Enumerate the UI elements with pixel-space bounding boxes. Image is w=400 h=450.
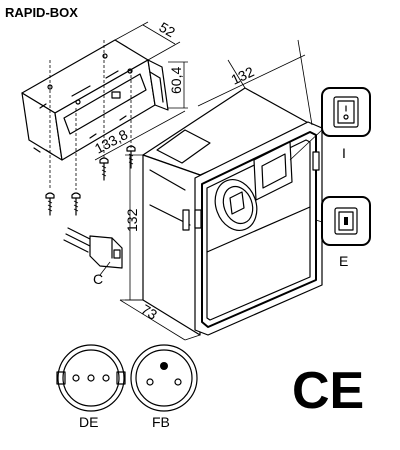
screw bbox=[99, 157, 109, 181]
socket-de-label: DE bbox=[79, 414, 98, 430]
socket-de-icon bbox=[56, 344, 126, 412]
detail-switch bbox=[289, 87, 371, 161]
screw bbox=[45, 192, 55, 216]
screw bbox=[126, 145, 136, 169]
mounting-bracket bbox=[21, 39, 169, 161]
dim-label-box-depth: 73 bbox=[138, 301, 160, 323]
dim-label-bracket-height: 60,4 bbox=[168, 67, 184, 94]
callout-connector: C bbox=[93, 271, 103, 287]
dimension-box-height: 132 bbox=[124, 154, 143, 301]
connector-part bbox=[63, 227, 123, 276]
detail-indicator bbox=[315, 196, 371, 246]
dim-label-box-height: 132 bbox=[124, 208, 140, 232]
dimension-bracket-width: 52 bbox=[114, 19, 181, 61]
ce-mark: CE bbox=[292, 362, 364, 420]
socket-fb-label: FB bbox=[152, 414, 170, 430]
socket-fb-icon bbox=[130, 344, 198, 412]
dim-label-box-width: 132 bbox=[229, 63, 257, 87]
dim-label-bracket-width: 52 bbox=[157, 19, 179, 41]
fixing-axes bbox=[49, 40, 132, 190]
drawing-title: RAPID-BOX bbox=[5, 5, 78, 20]
callout-switch: I bbox=[342, 145, 346, 161]
rapid-box-housing bbox=[142, 87, 323, 336]
callout-indicator: E bbox=[339, 253, 348, 269]
dimension-box-depth: 73 bbox=[119, 299, 201, 341]
dimension-bracket-height: 60,4 bbox=[168, 61, 188, 109]
screw bbox=[71, 192, 81, 216]
